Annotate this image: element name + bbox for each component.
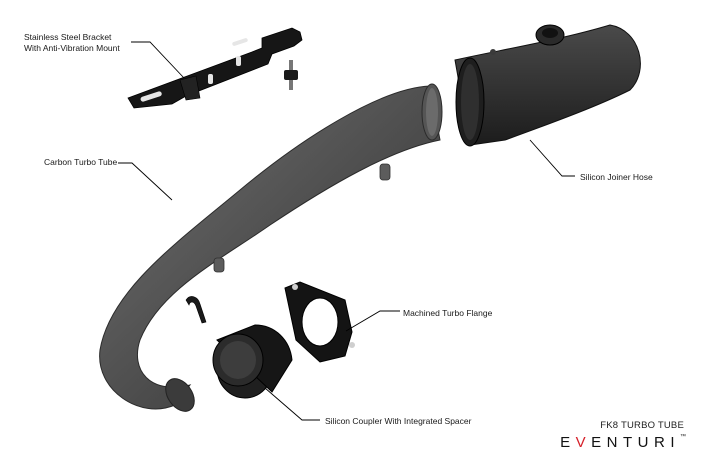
brand-accent-letter: V bbox=[575, 434, 592, 451]
silicon-coupler bbox=[212, 324, 293, 399]
leader-tube bbox=[118, 162, 173, 201]
label-stainless-steel-bracket: Stainless Steel Bracket With Anti-Vibrat… bbox=[24, 32, 120, 54]
brand-logo: EVENTURI™ bbox=[560, 434, 686, 451]
brand-rest: ENTURI bbox=[591, 434, 680, 451]
label-silicon-joiner-hose: Silicon Joiner Hose bbox=[580, 172, 653, 182]
machined-turbo-flange bbox=[284, 281, 355, 363]
leader-lines bbox=[118, 41, 575, 421]
anti-vibration-mount bbox=[284, 60, 298, 90]
label-bracket-line2: With Anti-Vibration Mount bbox=[24, 43, 120, 53]
leader-bracket bbox=[131, 41, 185, 79]
carbon-turbo-tube bbox=[99, 83, 443, 412]
leader-flange bbox=[345, 310, 400, 332]
leader-hose bbox=[529, 139, 575, 177]
label-bracket-line1: Stainless Steel Bracket bbox=[24, 32, 112, 42]
label-machined-turbo-flange: Machined Turbo Flange bbox=[403, 308, 493, 318]
product-name: FK8 TURBO TUBE bbox=[600, 420, 684, 431]
trademark-symbol: ™ bbox=[680, 434, 686, 440]
hose-clip bbox=[185, 296, 207, 324]
silicon-joiner-hose bbox=[454, 24, 641, 147]
label-carbon-turbo-tube: Carbon Turbo Tube bbox=[44, 157, 118, 167]
label-silicon-coupler: Silicon Coupler With Integrated Spacer bbox=[325, 416, 472, 426]
stainless-steel-bracket bbox=[127, 27, 303, 109]
brand-letter-e: E bbox=[560, 434, 576, 451]
leader-coupler bbox=[264, 387, 320, 421]
